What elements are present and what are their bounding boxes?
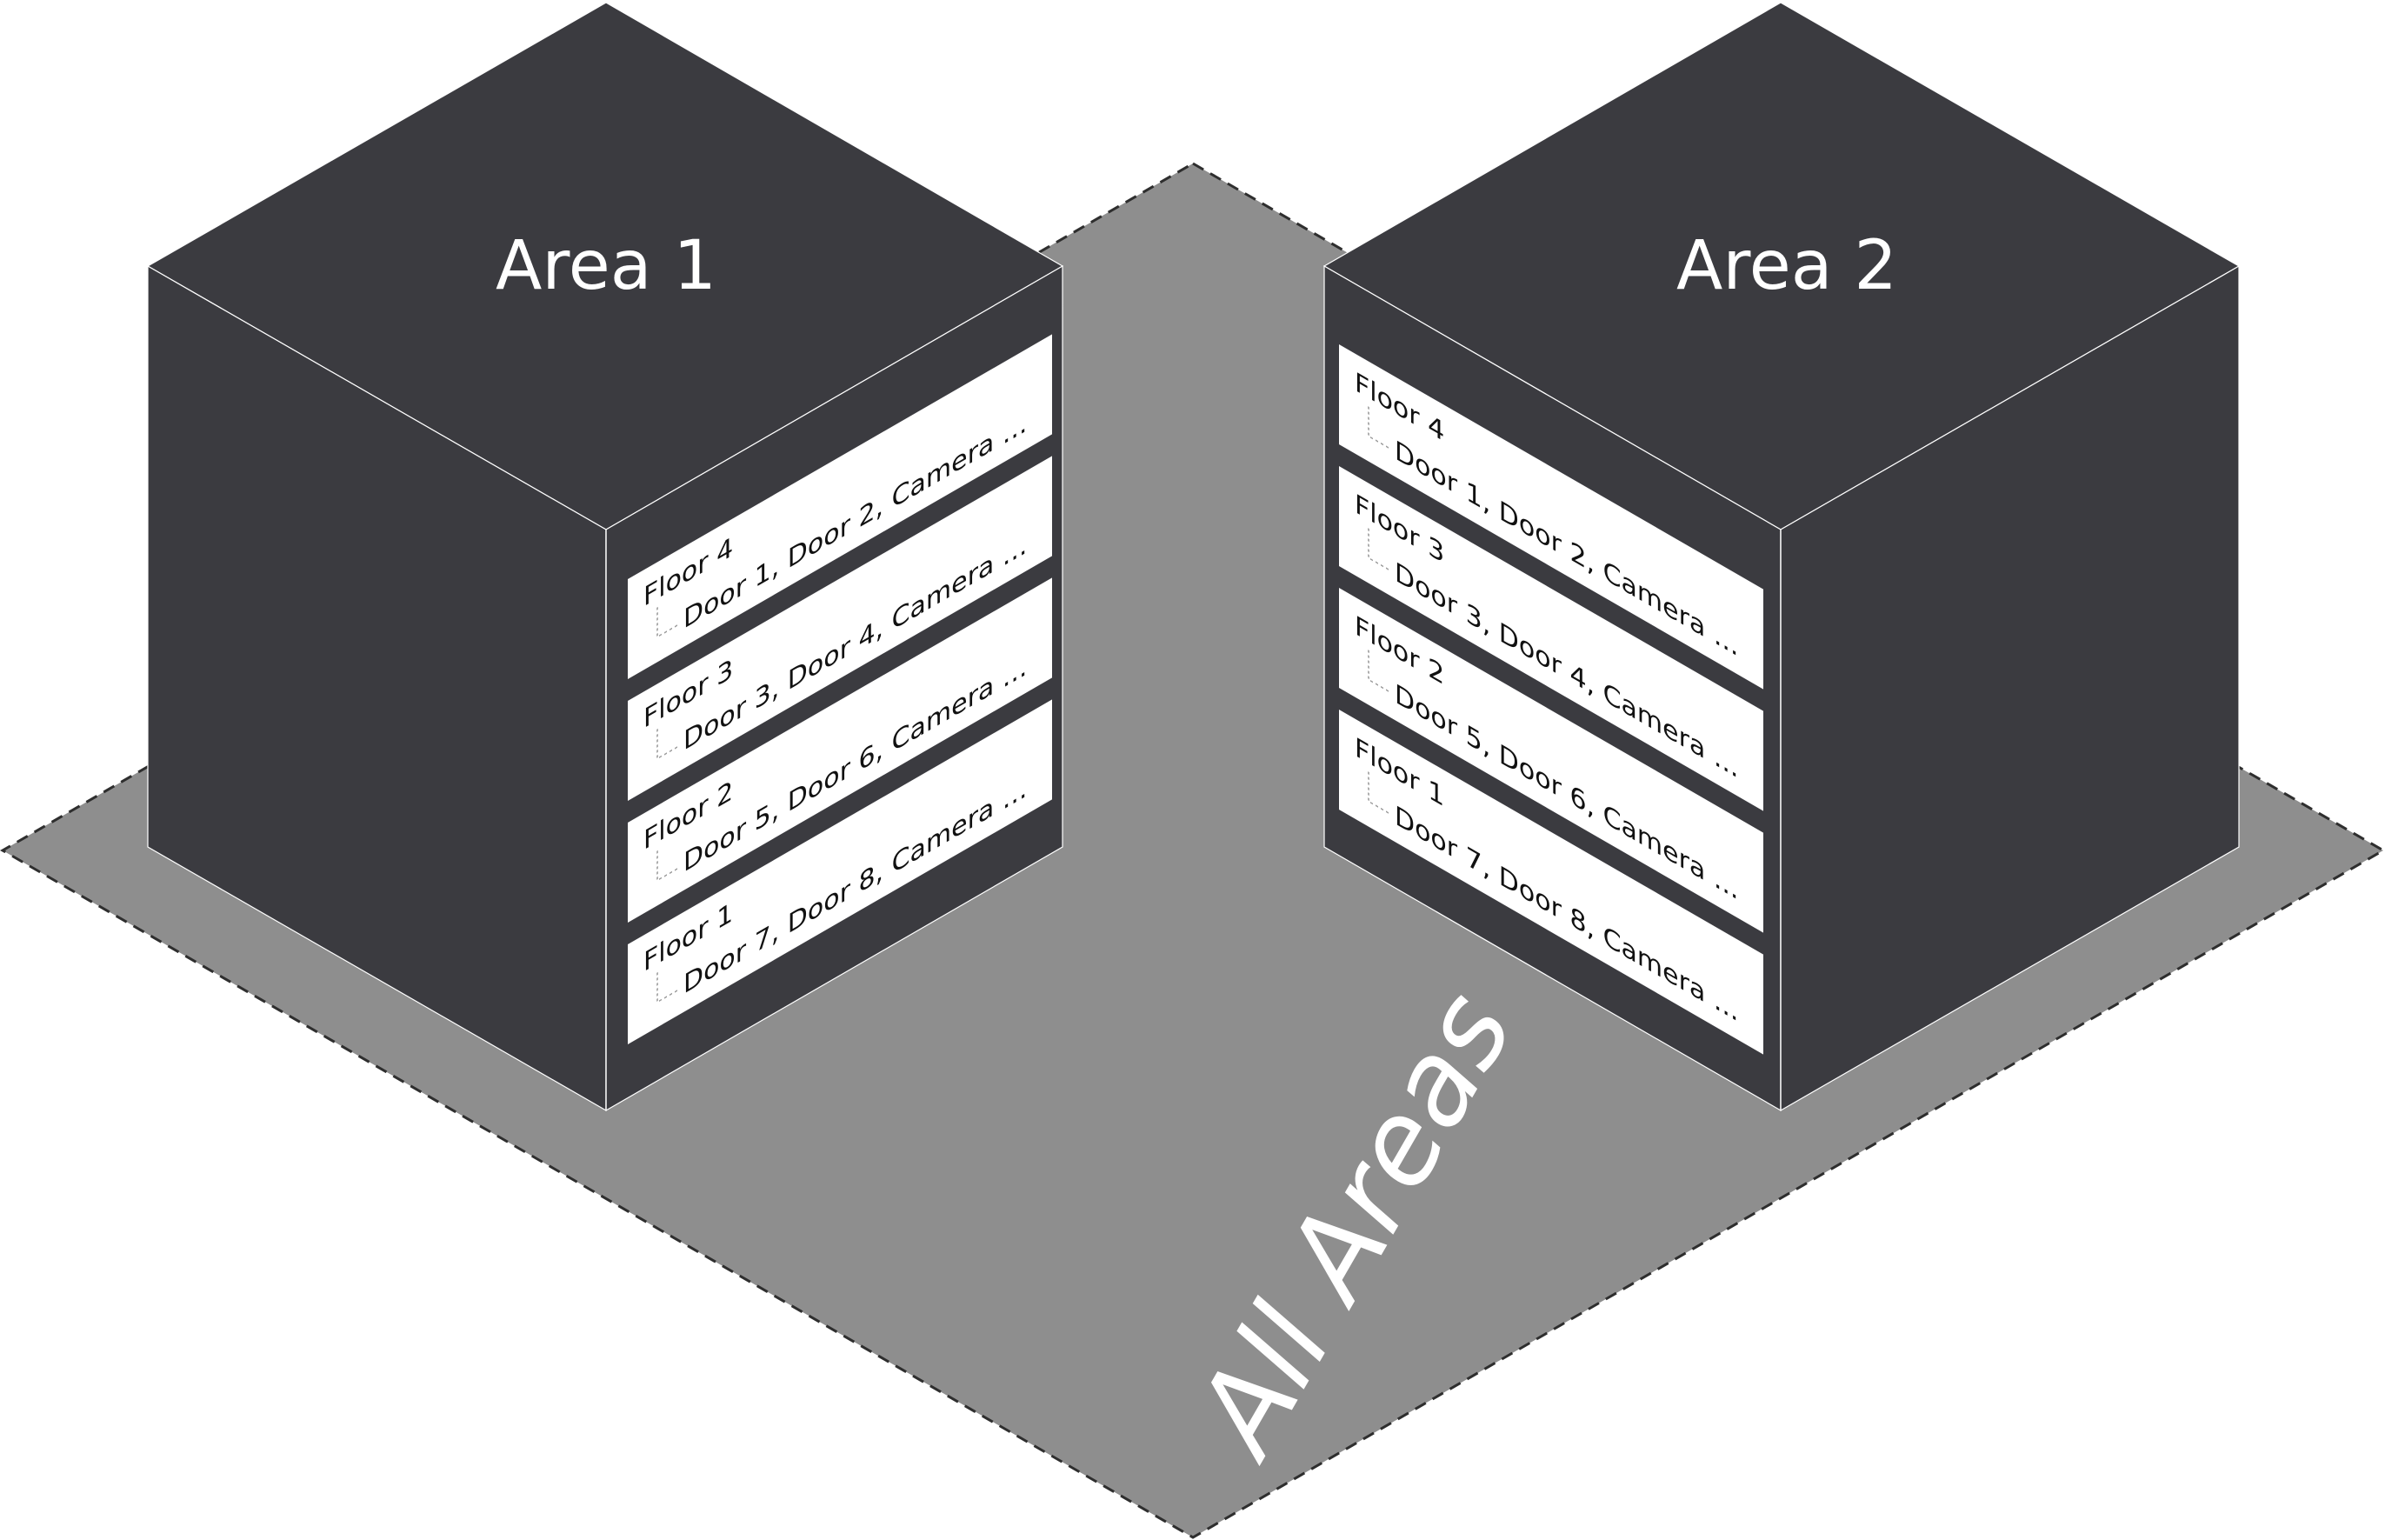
floor-panel-background [628, 456, 1052, 801]
tree-connector [1368, 406, 1389, 450]
floor-panel-background [1339, 466, 1763, 811]
floor-panel-background [1339, 710, 1763, 1055]
tree-connector [1368, 528, 1389, 571]
floor-panel-background [628, 334, 1052, 679]
tree-connector [1368, 771, 1389, 815]
floor-panel-background [628, 699, 1052, 1044]
floor-panel-background [1339, 344, 1763, 690]
floor-panel-background [628, 577, 1052, 923]
tree-connector [1368, 650, 1389, 693]
tree-connector [656, 728, 678, 760]
area-2-title: Area 2 [1676, 227, 1897, 305]
tree-connector [656, 971, 678, 1003]
area-1-building: Area 1 Floor 4 Door 1, Door 2, Camera ..… [146, 2, 1064, 1112]
area-2-building: Area 2 Floor 4 Door 1, Door 2, Camera ..… [1322, 2, 2241, 1112]
tree-connector [656, 850, 678, 882]
area-1-title: Area 1 [496, 227, 716, 305]
floor-panel-background [1339, 588, 1763, 933]
tree-connector [656, 606, 678, 638]
